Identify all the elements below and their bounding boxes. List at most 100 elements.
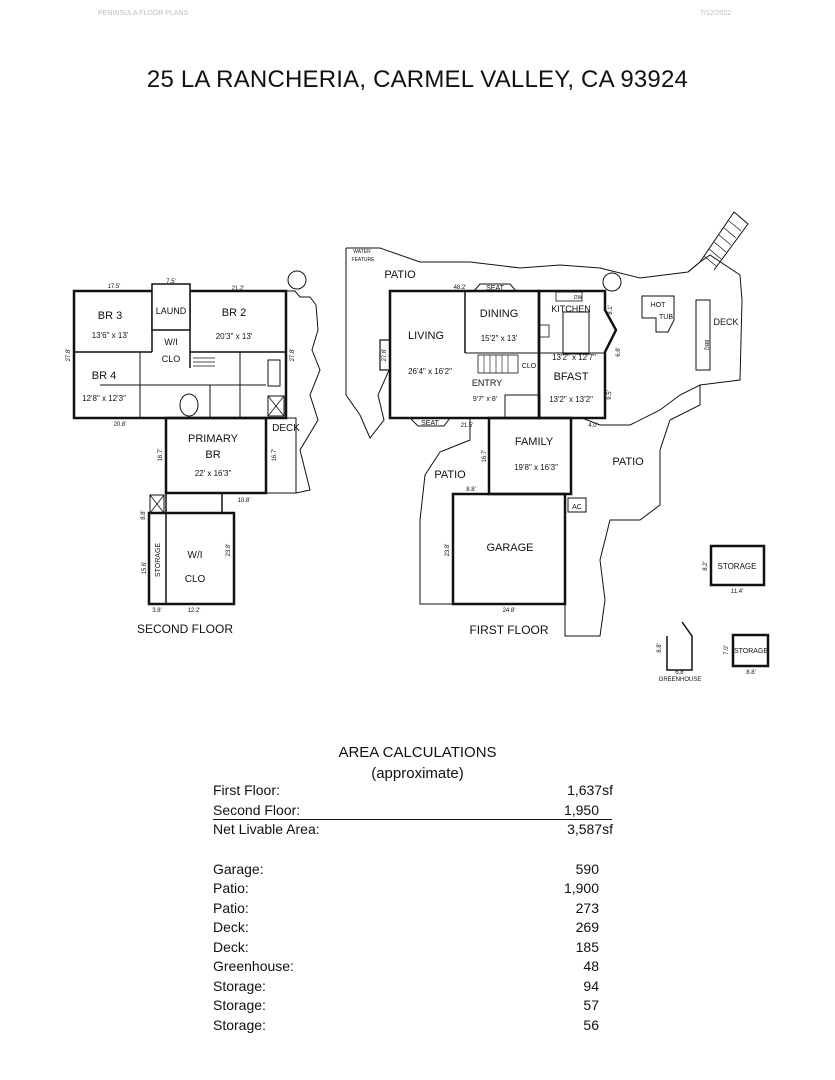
dim-storage-1-w: 11.4': [731, 589, 743, 595]
room-kitchen: KITCHEN: [551, 304, 591, 314]
room-patio-right: PATIO: [612, 456, 644, 468]
area-value: 1,900: [563, 880, 599, 896]
room-clo: CLO: [162, 354, 181, 364]
dim-storage-1-h: 8.2': [703, 561, 709, 571]
dim-f9: 8.8': [466, 487, 476, 493]
room-dining-dim: 15'2" x 13': [481, 334, 518, 343]
area-subtitle: (approximate): [371, 765, 464, 782]
area-value: 590: [575, 861, 599, 877]
dim-f5: 8.1': [608, 305, 614, 315]
area-row: First Floor: 1,637sf: [213, 781, 613, 800]
area-label: Storage:: [213, 997, 266, 1013]
dim-f4: 4.0': [588, 423, 598, 429]
area-row: Storage: 57: [213, 996, 613, 1015]
label-feature: FEATURE: [352, 257, 376, 263]
label-seat-bottom: SEAT: [421, 420, 439, 427]
area-label: Net Livable Area:: [213, 821, 320, 837]
dim-7: 16.7': [158, 449, 164, 462]
room-br4: BR 4: [92, 370, 116, 382]
room-entry: ENTRY: [472, 378, 502, 388]
dim-12: 23.8': [226, 544, 232, 557]
area-row: Second Floor: 1,950: [213, 801, 613, 820]
area-label: Storage:: [213, 978, 266, 994]
label-dw: DW: [574, 295, 583, 301]
area-row: Patio: 273: [213, 899, 613, 918]
dim-f3: 21.5': [461, 423, 474, 429]
dim-greenhouse-h: 8.8': [657, 643, 663, 653]
dim-5: 27.8': [290, 349, 296, 362]
area-value: 273: [575, 900, 599, 916]
area-row: Deck: 185: [213, 938, 613, 957]
room-bfast-dim: 13'2" x 13'2": [549, 395, 593, 404]
dim-9: 10.8': [238, 498, 251, 504]
room-clo2: CLO: [185, 574, 206, 585]
area-label: Deck:: [213, 939, 249, 955]
area-value: 57: [583, 997, 599, 1013]
room-br3-dim: 13'6" x 13': [92, 331, 129, 340]
room-family-dim: 19'8" x 16'3": [514, 463, 558, 472]
area-row: Storage: 56: [213, 1016, 613, 1035]
dim-f6: 6.8': [616, 347, 622, 357]
first-floor-labels: WATER FEATURE PATIO SEAT SEAT LIVING 26'…: [352, 249, 739, 637]
dim-1: 17.5': [108, 284, 121, 290]
area-label: First Floor:: [213, 782, 280, 798]
room-storage: STORAGE: [155, 543, 162, 577]
second-floor-labels: BR 3 13'6" x 13' LAUND BR 2 20'3" x 13' …: [66, 279, 300, 636]
first-floor-caption: FIRST FLOOR: [469, 623, 548, 637]
area-value: 1,950: [563, 802, 599, 818]
room-primary-br: BR: [205, 449, 220, 461]
summary-divider: [213, 819, 612, 820]
label-seat-top: SEAT: [486, 285, 504, 292]
room-patio-left: PATIO: [434, 469, 466, 481]
page-title: 25 LA RANCHERIA, CARMEL VALLEY, CA 93924: [146, 66, 689, 93]
area-row: Storage: 94: [213, 977, 613, 996]
dim-storage-2-w: 8.8': [746, 670, 756, 676]
area-value: 94: [583, 978, 599, 994]
room-br2: BR 2: [222, 307, 246, 319]
area-value: 3,587sf: [567, 821, 613, 837]
label-storage-1: STORAGE: [718, 562, 757, 571]
dim-13: 3.8': [152, 608, 162, 614]
dim-f11: 24.8': [503, 608, 516, 614]
dim-f2: 27.8': [382, 349, 388, 362]
room-primary: PRIMARY: [188, 433, 239, 445]
floor-plan-drawing: BR 3 13'6" x 13' LAUND BR 2 20'3" x 13' …: [66, 211, 770, 683]
dim-f7: 9.5': [607, 390, 613, 400]
area-value: 1,637sf: [567, 782, 613, 798]
dim-6: 20.8': [114, 422, 127, 428]
area-title: AREA CALCULATIONS: [338, 744, 497, 761]
area-label: Storage:: [213, 1017, 266, 1033]
area-label: Patio:: [213, 880, 249, 896]
outbuilding-labels: STORAGE 11.4' 8.2' GREENHOUSE 6.8' 8.8' …: [657, 561, 768, 683]
area-calculations-heading: AREA CALCULATIONS (approximate): [0, 742, 835, 784]
room-br4-dim: 12'8" x 12'3": [82, 394, 126, 403]
room-bfast: BFAST: [554, 371, 589, 383]
area-label: Garage:: [213, 861, 264, 877]
room-living: LIVING: [408, 330, 444, 342]
room-br2-dim: 20'3" x 13': [216, 332, 253, 341]
room-dining: DINING: [480, 308, 519, 320]
dim-11: 15.6': [142, 562, 148, 575]
room-br3: BR 3: [98, 310, 122, 322]
room-kitchen-dim: 13'2" x 12'7": [552, 353, 596, 362]
label-storage-2: STORAGE: [734, 648, 768, 655]
dim-f1: 48.2': [454, 285, 467, 291]
dim-f8: 16.7': [482, 450, 488, 463]
label-greenhouse: GREENHOUSE: [659, 677, 702, 683]
area-label: Patio:: [213, 900, 249, 916]
dim-f10: 23.8': [445, 544, 451, 557]
room-wi2: W/I: [188, 550, 203, 561]
second-floor-plan: [72, 270, 321, 606]
room-patio-top: PATIO: [384, 269, 416, 281]
label-water: WATER: [353, 249, 371, 255]
dim-3: 21.2': [232, 286, 245, 292]
dim-10: 8.8': [141, 510, 147, 520]
company-header: PENINSULA FLOOR PLANS: [98, 10, 189, 17]
label-bbq: BBQ: [703, 340, 709, 351]
area-value: 269: [575, 919, 599, 935]
area-row: Net Livable Area: 3,587sf: [213, 820, 613, 839]
room-laund: LAUND: [156, 306, 187, 316]
room-living-dim: 26'4" x 16'2": [408, 367, 452, 376]
room-family: FAMILY: [515, 436, 554, 448]
room-entry-dim: 9'7" x 8': [473, 396, 497, 403]
